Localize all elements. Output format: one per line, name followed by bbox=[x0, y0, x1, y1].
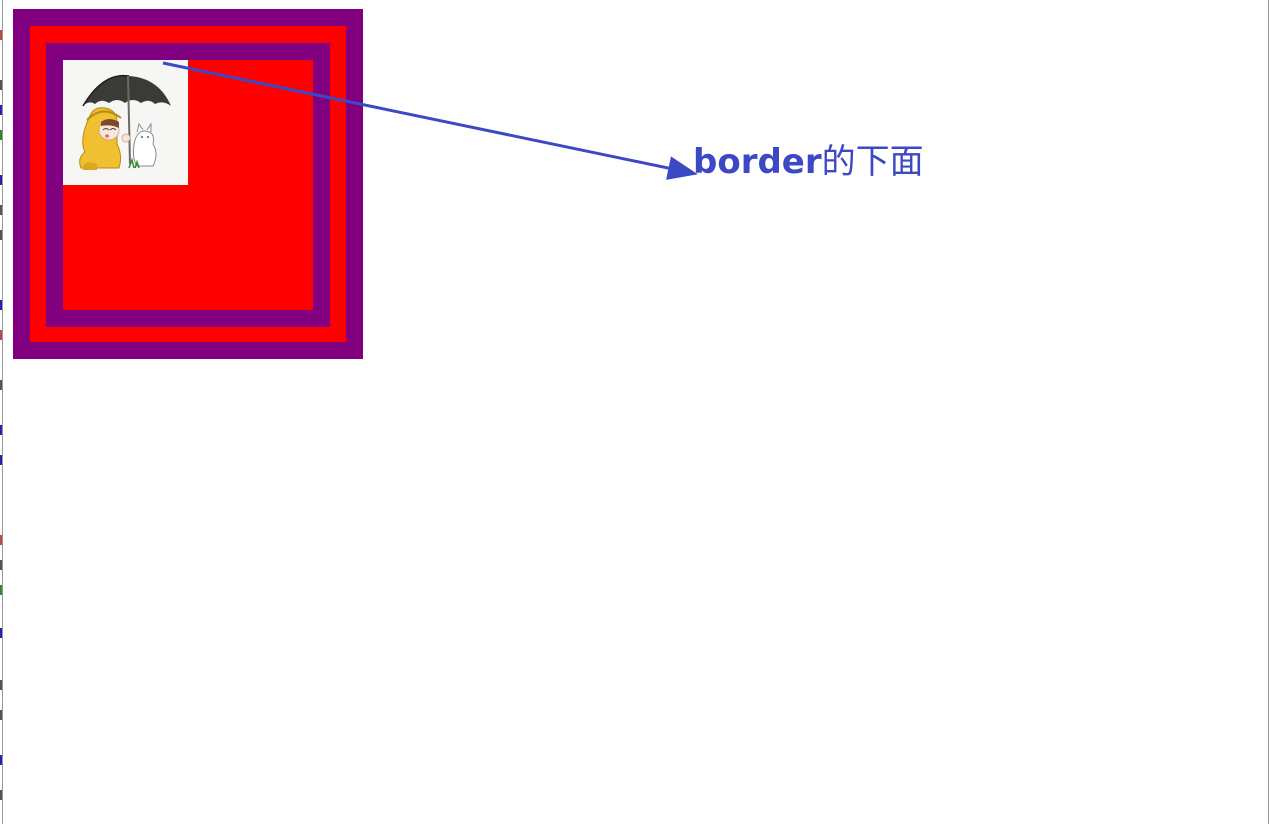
clipped-fragment bbox=[0, 130, 3, 140]
clipped-fragment bbox=[0, 230, 3, 240]
outer-bordered-box bbox=[13, 9, 363, 359]
clipped-fragment bbox=[0, 710, 3, 720]
clipped-fragment bbox=[0, 455, 3, 465]
clipped-fragment bbox=[0, 755, 3, 765]
left-window-edge bbox=[2, 0, 3, 824]
clipped-left-content bbox=[0, 0, 3, 824]
clipped-fragment bbox=[0, 30, 3, 40]
umbrella-girl-illustration bbox=[79, 74, 171, 170]
clipped-fragment bbox=[0, 380, 3, 390]
right-window-edge bbox=[1268, 0, 1269, 824]
clipped-fragment bbox=[0, 330, 3, 340]
clipped-fragment bbox=[0, 585, 3, 595]
clipped-fragment bbox=[0, 205, 3, 215]
clipped-fragment bbox=[0, 790, 3, 800]
inner-bordered-box bbox=[46, 43, 330, 327]
annotation-label-cjk: 的下面 bbox=[821, 142, 924, 182]
clipped-fragment bbox=[0, 105, 3, 115]
annotation-label: border的下面 bbox=[693, 140, 924, 184]
clipped-fragment bbox=[0, 300, 3, 310]
clipped-fragment bbox=[0, 80, 3, 90]
clipped-fragment bbox=[0, 560, 3, 570]
umbrella-girl-image bbox=[63, 60, 188, 185]
clipped-fragment bbox=[0, 680, 3, 690]
clipped-fragment bbox=[0, 425, 3, 435]
clipped-fragment bbox=[0, 628, 3, 638]
clipped-fragment bbox=[0, 535, 3, 545]
clipped-fragment bbox=[0, 175, 3, 185]
annotation-label-latin: border bbox=[693, 142, 822, 182]
